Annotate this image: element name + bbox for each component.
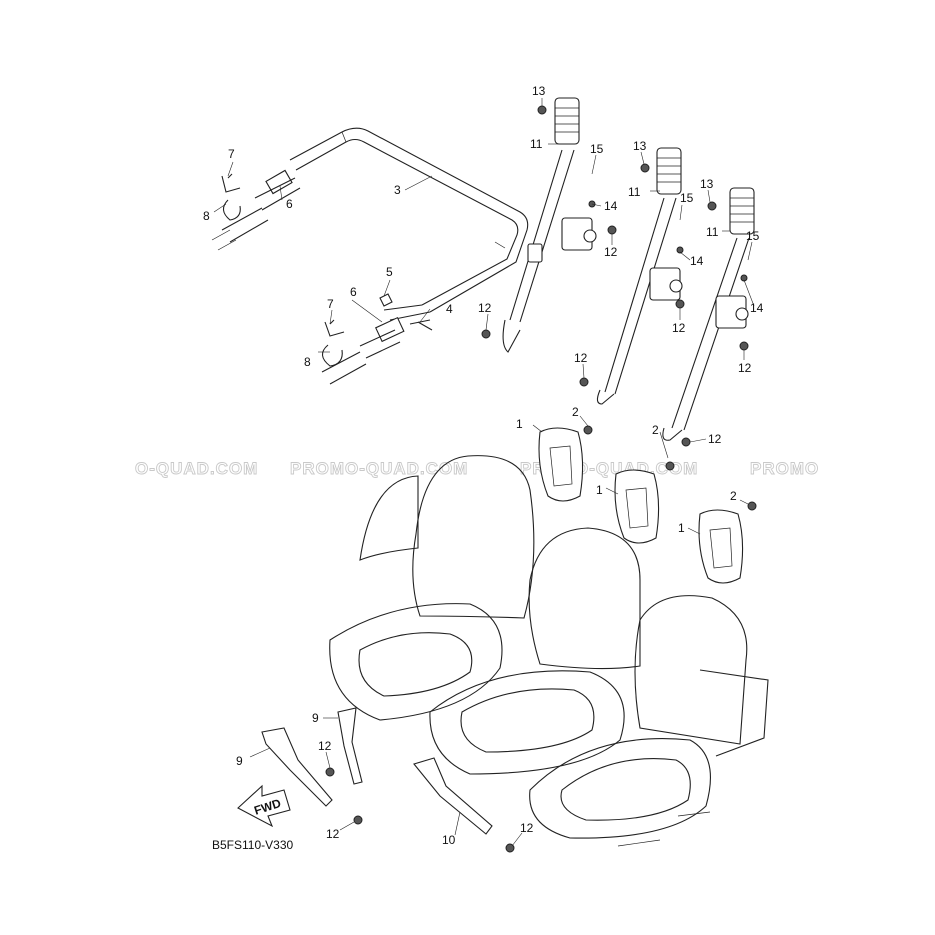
callout-7: 7 [327, 297, 334, 311]
callout-12: 12 [326, 827, 340, 841]
buckles [261, 707, 493, 835]
callout-1: 1 [596, 483, 603, 497]
callout-11: 11 [530, 137, 543, 151]
mount-upper [211, 169, 301, 251]
callout-7: 7 [228, 147, 235, 161]
callout-12: 12 [738, 361, 752, 375]
watermark-text-edge: PROMO [750, 459, 819, 478]
watermark: O-QUAD.COM PROMO-QUAD.COM PROMO-QUAD.COM… [135, 459, 819, 479]
callout-12: 12 [604, 245, 618, 259]
callout-2: 2 [572, 405, 579, 419]
diagram-code: B5FS110-V330 [212, 838, 293, 852]
callout-10: 10 [442, 833, 456, 847]
seatbelt-mid [596, 147, 683, 405]
leader-lines [213, 98, 755, 847]
callout-9: 9 [236, 754, 243, 768]
callout-14: 14 [750, 301, 764, 315]
fwd-arrow: FWD [237, 784, 291, 828]
watermark-text-left: O-QUAD.COM [135, 459, 258, 478]
watermark-text-mid: PROMO-QUAD.COM [290, 459, 468, 478]
callout-9: 9 [312, 711, 319, 725]
callout-13: 13 [633, 139, 647, 153]
callout-14: 14 [690, 254, 704, 268]
seats [329, 455, 769, 847]
callout-3: 3 [394, 183, 401, 197]
callout-12: 12 [672, 321, 686, 335]
seatbelt-left [502, 97, 597, 353]
headrest-covers [538, 427, 744, 584]
callout-13: 13 [532, 84, 546, 98]
callout-6: 6 [350, 285, 357, 299]
callout-1: 1 [678, 521, 685, 535]
callout-12: 12 [478, 301, 492, 315]
callout-15: 15 [680, 191, 694, 205]
callouts: 1 1 1 2 2 2 3 4 5 6 6 7 7 8 8 9 9 10 11 … [203, 84, 764, 847]
callout-8: 8 [203, 209, 210, 223]
callout-14: 14 [604, 199, 618, 213]
callout-13: 13 [700, 177, 714, 191]
callout-11: 11 [706, 225, 719, 239]
seatbelt-right [662, 187, 755, 441]
callout-2: 2 [652, 423, 659, 437]
callout-15: 15 [590, 142, 604, 156]
callout-1: 1 [516, 417, 523, 431]
callout-11: 11 [628, 185, 641, 199]
callout-12: 12 [520, 821, 534, 835]
callout-15: 15 [746, 229, 760, 243]
callout-12: 12 [708, 432, 722, 446]
callout-5: 5 [386, 265, 393, 279]
callout-4: 4 [446, 302, 453, 316]
mount-lower [321, 293, 433, 385]
callout-8: 8 [304, 355, 311, 369]
callout-2: 2 [730, 489, 737, 503]
fasteners [325, 105, 757, 853]
callout-12: 12 [318, 739, 332, 753]
callout-6: 6 [286, 197, 293, 211]
roll-bar [289, 127, 529, 321]
callout-12: 12 [574, 351, 588, 365]
